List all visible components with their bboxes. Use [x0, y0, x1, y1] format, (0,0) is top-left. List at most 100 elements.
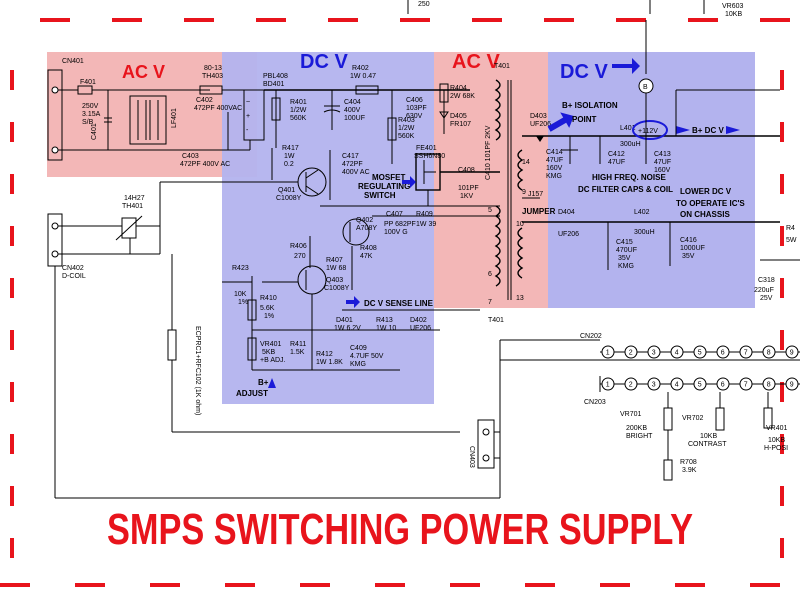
r403-w: 1/2W	[398, 125, 415, 132]
r4x-label: R4	[786, 225, 795, 232]
t401-label: T401	[494, 63, 510, 70]
r412-value: 1W 1.8K	[316, 359, 343, 366]
t401-pin-13: 13	[516, 295, 524, 302]
cn203-pin-label-8: 8	[767, 382, 771, 389]
vr401-label: VR401	[260, 341, 282, 348]
q401-label: Q401	[278, 187, 295, 194]
cn402-connector	[47, 213, 63, 267]
r409-label: R409	[416, 211, 433, 218]
svg-text:-: -	[246, 127, 249, 134]
vr603-value: 10KB	[725, 11, 742, 18]
t401-pin-7: 7	[488, 299, 492, 306]
cn202-pin-1	[601, 345, 615, 359]
b-adjust-note-2: ADJUST	[236, 389, 268, 398]
c403-label: C403	[182, 153, 199, 160]
cn202-pin-label-1: 1	[606, 350, 610, 357]
r417-w: 1W	[284, 153, 295, 160]
bdc-arrow-left-icon	[676, 126, 690, 134]
c413-label: C413	[654, 151, 671, 158]
cn203-pin-9	[785, 377, 799, 391]
th403-label-b: TH403	[202, 73, 223, 80]
b-isolation-note-2: POINT	[572, 115, 597, 124]
top-label: 250	[418, 1, 430, 8]
cn202-pin-label-4: 4	[675, 350, 679, 357]
b-isolation-note-1: B+ ISOLATION	[562, 101, 618, 110]
c404-uf: 100UF	[344, 115, 365, 122]
d404-label: D404	[558, 209, 575, 216]
vr603-label: VR603	[722, 3, 744, 10]
c415-v: 35V	[618, 255, 631, 262]
fe401-label: FE401	[416, 145, 437, 152]
vr401b-value: 10KB	[768, 437, 785, 444]
r403	[387, 117, 397, 141]
vr702-value: 10KB	[700, 433, 717, 440]
sense-arrow-icon	[346, 296, 360, 308]
cn403-connector	[477, 419, 495, 469]
th403-label-a: 80-13	[204, 65, 222, 72]
r413-value: 1W 10	[376, 325, 396, 332]
jumper-note: JUMPER	[522, 207, 556, 216]
r403-label: R403	[398, 117, 415, 124]
ac-zone-right	[434, 52, 548, 308]
cn203-pin-label-4: 4	[675, 382, 679, 389]
f401-sb: S/B	[82, 119, 94, 126]
cn203-pin-3	[647, 377, 661, 391]
c408-pf: 101PF	[458, 185, 479, 192]
ecpr-label: ECPRC1+RFC102 (1K ohm)	[194, 326, 201, 415]
r401-w: 1/2W	[290, 107, 307, 114]
th401	[121, 217, 137, 239]
cn203-pin-4	[670, 377, 684, 391]
vr401-adj: +B ADJ.	[260, 357, 286, 364]
t401-secondary-2	[517, 227, 524, 279]
cn202-pin-3	[647, 345, 661, 359]
cn202-pin-label-6: 6	[721, 350, 725, 357]
mosfet-note-2: REGULATING	[358, 182, 410, 191]
l402-label: L402	[634, 209, 650, 216]
vr702-label: VR702	[682, 415, 704, 422]
cn203-pin-6	[716, 377, 730, 391]
vr702-name: CONTRAST	[688, 441, 727, 448]
r406-label: R406	[290, 243, 307, 250]
d404-part: UF206	[558, 231, 579, 238]
b-adjust-note-1: B+	[258, 378, 269, 387]
c415-uf: 470UF	[616, 247, 637, 254]
d403-label: D403	[530, 113, 547, 120]
r417-value: 0.2	[284, 161, 294, 168]
cn202-pin-label-3: 3	[652, 350, 656, 357]
d402-part: UF206	[410, 325, 431, 332]
dashed-border	[0, 18, 800, 587]
t401-label-bottom: T401	[488, 317, 504, 324]
cn202-pin-9	[785, 345, 799, 359]
lf401-filter	[129, 95, 167, 145]
c407-v: 100V G	[384, 229, 408, 236]
d402-label: D402	[410, 317, 427, 324]
vr701-name: BRIGHT	[626, 433, 653, 440]
r402-label: R402	[352, 65, 369, 72]
c412-label: C412	[608, 151, 625, 158]
vr401-value: 5KB	[262, 349, 276, 356]
bd401-bridge	[243, 89, 265, 141]
r708-label: R708	[680, 459, 697, 466]
bdc-arrow-right-icon	[726, 126, 740, 134]
r423-tol: 1%	[238, 299, 248, 306]
f401-a: 3.15A	[82, 111, 101, 118]
t401-pin-10: 10	[516, 221, 524, 228]
r401-value: 560K	[290, 115, 307, 122]
b-dc-note: B+ DC V	[692, 126, 724, 135]
main-title: SMPS SWITCHING POWER SUPPLY	[106, 505, 694, 554]
c414-v: 160V	[546, 165, 563, 172]
c413-v: 160V	[654, 167, 671, 174]
r401	[271, 97, 281, 121]
vr701-value: 200KB	[626, 425, 647, 432]
t401-pin-5: 5	[488, 207, 492, 214]
c404-label: C404	[344, 99, 361, 106]
c413-uf: 47UF	[654, 159, 671, 166]
ac-v-left-label: AC V	[122, 62, 165, 82]
d405-label: D405	[450, 113, 467, 120]
cn401-label: CN401	[62, 58, 84, 65]
c414-label: C414	[546, 149, 563, 156]
r410	[247, 299, 257, 321]
c318-label: C318	[758, 277, 775, 284]
r413-label: R413	[376, 317, 393, 324]
